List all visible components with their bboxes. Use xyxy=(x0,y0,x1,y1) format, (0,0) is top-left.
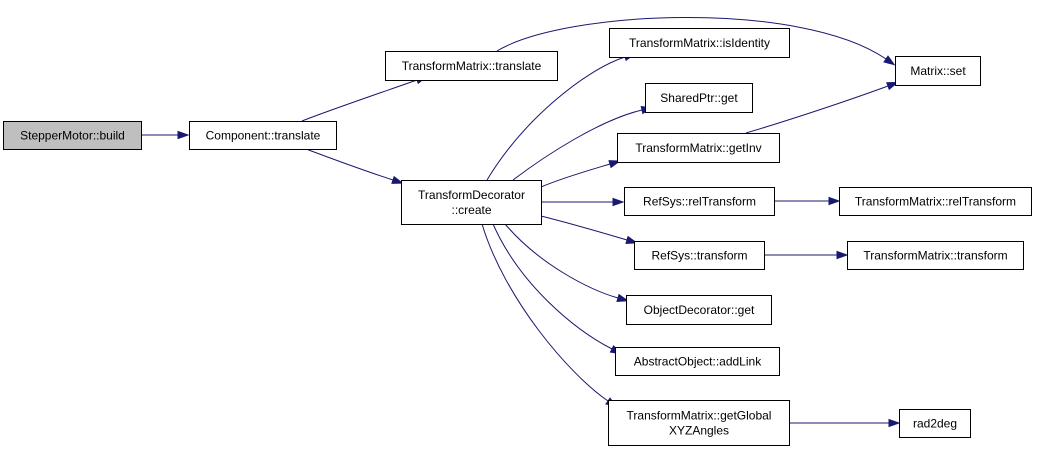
node-box xyxy=(634,241,765,270)
edge-td_create-to-tm_getglobal xyxy=(481,223,618,408)
edge-line xyxy=(301,79,418,122)
node-box xyxy=(617,133,780,163)
edge-line xyxy=(486,56,626,181)
node-box xyxy=(624,187,775,216)
node-label: Matrix::set xyxy=(910,64,966,78)
edge-line xyxy=(540,215,628,241)
edge-line xyxy=(496,17,887,60)
node-component-translate[interactable]: Component::translate xyxy=(189,121,337,150)
node-label: AbstractObject::addLink xyxy=(634,355,762,369)
node-label: TransformMatrix::getGlobal xyxy=(627,409,772,423)
node-tm-transform[interactable]: TransformMatrix::transform xyxy=(847,241,1024,270)
node-abstractobj-addlink[interactable]: AbstractObject::addLink xyxy=(615,347,780,376)
node-label: StepperMotor::build xyxy=(20,129,125,143)
node-label: TransformMatrix::getInv xyxy=(635,141,761,155)
node-matrix-set[interactable]: Matrix::set xyxy=(895,56,981,86)
node-sharedptr-get[interactable]: SharedPtr::get xyxy=(645,83,753,113)
arrowhead-icon xyxy=(608,160,622,169)
node-box xyxy=(899,409,971,438)
edge-td_create-to-abstractobj_addlink xyxy=(492,223,623,355)
arrowhead-icon xyxy=(886,81,899,91)
node-tm-translate[interactable]: TransformMatrix::translate xyxy=(385,51,558,81)
node-label: XYZAngles xyxy=(669,424,729,438)
edge-line xyxy=(305,148,394,181)
node-rad2deg[interactable]: rad2deg xyxy=(899,409,971,438)
arrowhead-icon xyxy=(883,55,896,66)
node-box xyxy=(895,56,981,86)
node-box xyxy=(615,347,780,376)
edge-line xyxy=(512,109,643,181)
edge-td_create-to-refsys_transform xyxy=(540,215,639,244)
node-label: SharedPtr::get xyxy=(660,91,738,105)
arrowhead-icon xyxy=(612,197,625,207)
node-objdec-get[interactable]: ObjectDecorator::get xyxy=(626,295,772,325)
arrowhead-icon xyxy=(391,175,404,184)
node-label: ObjectDecorator::get xyxy=(644,303,755,317)
node-refsys-reltransform[interactable]: RefSys::relTransform xyxy=(624,187,775,216)
edge-td_create-to-refsys_reltransform xyxy=(540,197,625,207)
node-box xyxy=(839,187,1032,216)
node-label: ::create xyxy=(451,203,491,217)
node-tm-reltransform[interactable]: TransformMatrix::relTransform xyxy=(839,187,1032,216)
node-td-create[interactable]: TransformDecorator::create xyxy=(401,180,542,225)
arrowhead-icon xyxy=(888,418,901,428)
arrowhead-icon xyxy=(836,250,849,260)
edge-tm_getinv-to-matrix_set xyxy=(745,81,899,134)
node-box xyxy=(626,295,772,325)
node-label: TransformMatrix::transform xyxy=(863,249,1007,263)
node-label: RefSys::relTransform xyxy=(643,195,756,209)
node-tm-isidentity[interactable]: TransformMatrix::isIdentity xyxy=(609,28,790,58)
node-label: RefSys::transform xyxy=(651,249,747,263)
edge-stepper_build-to-component_translate xyxy=(139,130,190,140)
edge-tm_getglobal-to-rad2deg xyxy=(789,418,901,428)
arrowhead-icon xyxy=(828,196,841,206)
node-box xyxy=(608,400,790,446)
edge-line xyxy=(492,223,613,350)
node-label: TransformDecorator xyxy=(418,188,525,202)
edge-line xyxy=(745,85,889,134)
node-label: TransformMatrix::isIdentity xyxy=(629,36,770,50)
node-box xyxy=(609,28,790,58)
node-refsys-transform[interactable]: RefSys::transform xyxy=(634,241,765,270)
node-tm-getinv[interactable]: TransformMatrix::getInv xyxy=(617,133,780,163)
node-label: TransformMatrix::relTransform xyxy=(855,195,1016,209)
arrowhead-icon xyxy=(177,130,190,140)
edge-td_create-to-tm_getinv xyxy=(540,160,622,188)
arrowhead-icon xyxy=(625,235,639,244)
edge-td_create-to-objdec_get xyxy=(504,223,630,302)
node-stepper-build[interactable]: StepperMotor::build xyxy=(3,121,142,150)
edge-component_translate-to-td_create xyxy=(305,148,404,184)
edge-tm_translate-to-matrix_set xyxy=(496,17,896,66)
node-box xyxy=(189,121,337,150)
node-box xyxy=(847,241,1024,270)
node-box xyxy=(3,121,142,150)
node-box xyxy=(401,180,542,225)
node-box xyxy=(645,83,753,113)
node-label: TransformMatrix::translate xyxy=(402,59,542,73)
edge-refsys_reltransform-to-tm_reltransform xyxy=(774,196,841,206)
arrowhead-icon xyxy=(616,293,630,302)
edge-component_translate-to-tm_translate xyxy=(301,76,428,122)
edge-line xyxy=(540,163,611,188)
edge-refsys_transform-to-tm_transform xyxy=(764,250,849,260)
edge-line xyxy=(481,223,609,402)
node-box xyxy=(385,51,558,81)
edge-line xyxy=(504,223,619,299)
node-label: rad2deg xyxy=(913,417,957,431)
node-label: Component::translate xyxy=(206,129,321,143)
